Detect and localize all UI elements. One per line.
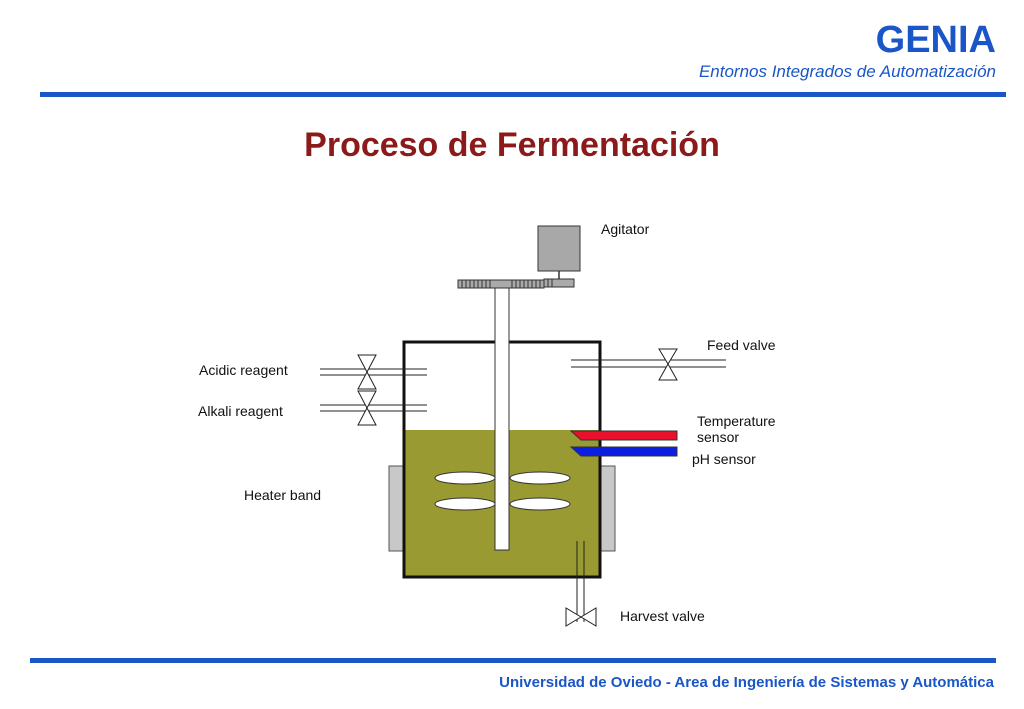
acidic-reagent-valve xyxy=(357,354,377,390)
heater-band-label: Heater band xyxy=(244,487,322,503)
ph-sensor xyxy=(569,446,678,457)
impeller-blade xyxy=(434,497,496,511)
footer-text: Universidad de Oviedo - Area de Ingenier… xyxy=(499,674,994,691)
alkali-reagent-label: Alkali reagent xyxy=(198,403,283,419)
agitator-shaft xyxy=(494,287,510,551)
acidic-reagent-line xyxy=(320,368,427,376)
heater-band-right xyxy=(599,465,616,552)
small-gear xyxy=(543,278,575,288)
temperature-sensor xyxy=(569,430,678,441)
harvest-valve xyxy=(565,607,597,627)
top-divider xyxy=(40,92,1006,97)
brand-subtitle: Entornos Integrados de Automatización xyxy=(698,62,996,81)
agitator-label: Agitator xyxy=(601,221,650,237)
temperature-sensor-label-line1: Temperature xyxy=(697,413,776,429)
impeller-blade xyxy=(434,471,496,485)
bottom-divider xyxy=(30,658,996,663)
large-gear xyxy=(457,279,545,289)
feed-line xyxy=(571,359,726,368)
alkali-reagent-line xyxy=(320,404,427,412)
harvest-line xyxy=(576,541,585,622)
feed-valve-label: Feed valve xyxy=(707,337,776,353)
agitator-motor xyxy=(537,225,581,272)
alkali-reagent-valve xyxy=(357,390,377,426)
heater-band-left xyxy=(388,465,405,552)
impeller-blade xyxy=(509,471,571,485)
brand-title: GENIA xyxy=(875,19,996,61)
acidic-reagent-label: Acidic reagent xyxy=(199,362,288,378)
brand-block: GENIA Entornos Integrados de Automatizac… xyxy=(699,20,996,82)
page-title: Proceso de Fermentación xyxy=(304,126,720,164)
temperature-sensor-label-line2: sensor xyxy=(697,429,740,445)
ph-sensor-label: pH sensor xyxy=(692,451,756,467)
impeller-blade xyxy=(509,497,571,511)
feed-valve xyxy=(658,348,678,381)
harvest-valve-label: Harvest valve xyxy=(620,608,705,624)
